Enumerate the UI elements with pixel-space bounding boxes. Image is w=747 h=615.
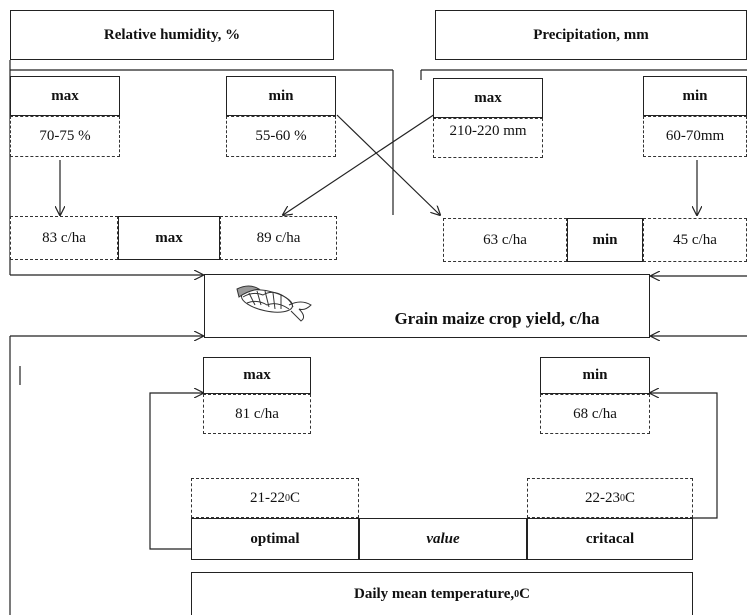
humidity-title: Relative humidity, %: [10, 10, 334, 60]
precip-yield-max: 63 c/ha: [443, 218, 567, 262]
critical-unit: C: [624, 489, 635, 506]
critical-degree: 0: [619, 492, 625, 504]
precipitation-max-label: max: [433, 78, 543, 118]
precip-yield-label: min: [567, 218, 643, 262]
precipitation-min-value: 60-70mm: [643, 116, 747, 157]
yield-box: Grain maize crop yield, c/ha: [204, 274, 650, 338]
critical-range-text: 22-23: [584, 489, 620, 506]
maize-cob-icon: [236, 285, 312, 322]
temp-min-value: 68 c/ha: [540, 394, 650, 434]
critical-label: critacal: [527, 518, 693, 560]
temperature-unit: C: [519, 585, 530, 602]
precipitation-title: Precipitation, mm: [435, 10, 747, 60]
precip-yield-min: 45 c/ha: [643, 218, 747, 262]
temperature-title-text: Daily mean temperature,: [354, 585, 515, 602]
value-label: value: [359, 518, 527, 560]
humidity-max-value: 70-75 %: [10, 116, 120, 157]
precipitation-min-label: min: [643, 76, 747, 116]
temp-max-label: max: [203, 357, 311, 394]
humidity-yield-min: 89 c/ha: [220, 216, 337, 260]
temp-min-label: min: [540, 357, 650, 394]
optimal-degree: 0: [284, 492, 290, 504]
optimal-label: optimal: [191, 518, 359, 560]
temperature-degree: 0: [514, 588, 520, 600]
optimal-range-text: 21-22: [249, 489, 285, 506]
temp-max-value: 81 c/ha: [203, 394, 311, 434]
optimal-unit: C: [289, 489, 300, 506]
humidity-min-value: 55-60 %: [226, 116, 336, 157]
humidity-min-label: min: [226, 76, 336, 116]
optimal-range: 21-22 0 C: [191, 478, 359, 518]
temperature-title: Daily mean temperature, 0 C: [191, 572, 693, 615]
humidity-max-label: max: [10, 76, 120, 116]
humidity-yield-max: 83 c/ha: [10, 216, 118, 260]
humidity-yield-label: max: [118, 216, 220, 260]
precipitation-max-value: 210-220 mm: [433, 118, 543, 158]
yield-title: Grain maize crop yield, c/ha: [394, 309, 600, 328]
